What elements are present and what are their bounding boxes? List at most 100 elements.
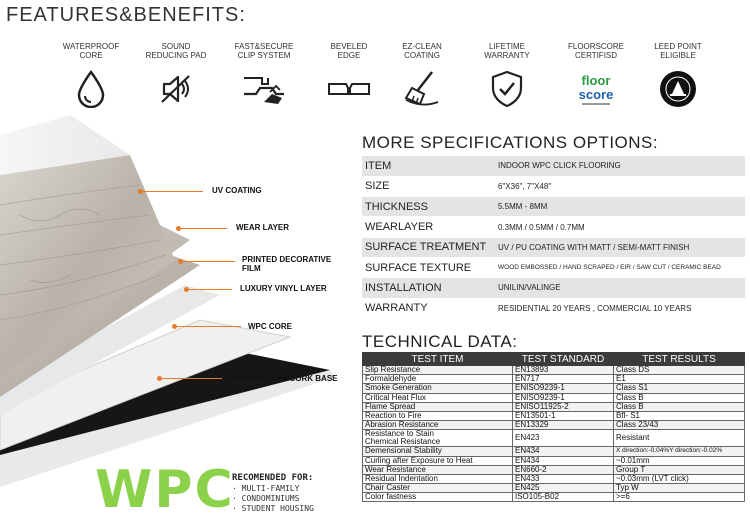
spec-key: SURFACE TREATMENT <box>362 237 494 258</box>
callout-wpc-core: WPC CORE <box>248 322 292 331</box>
shield-check-icon <box>483 68 531 110</box>
eva-base-marker <box>157 376 162 381</box>
spec-key: ITEM <box>362 156 494 177</box>
printed-film-marker <box>178 259 183 264</box>
uv-coating-marker <box>138 189 143 194</box>
cell: EN434 <box>512 455 614 466</box>
feature-label: FLOORSCORE CERTIFISD <box>567 42 624 60</box>
list-item: · STUDENT HOUSING <box>232 504 314 513</box>
spec-value: 6"X36", 7"X48" <box>494 176 745 198</box>
wpc-logo: WPC <box>95 460 235 520</box>
vinyl-layer-marker <box>184 287 189 292</box>
feature-leed: LEED POINT ELIGIBLE <box>638 42 718 110</box>
cell: Wear Resistance <box>362 464 513 475</box>
feature-label: FAST&SECURE CLIP SYSTEM <box>234 42 294 60</box>
feature-sound: SOUND REDUCING PAD <box>136 42 216 110</box>
svg-text:floor: floor <box>582 73 611 88</box>
spec-key: SURFACE TEXTURE <box>362 257 494 279</box>
feature-label: EZ-CLEAN COATING <box>402 42 442 60</box>
wear-layer-marker <box>176 226 181 231</box>
column-header: TEST ITEM <box>362 352 513 366</box>
cell: Smoke Generation <box>362 383 513 394</box>
feature-beveled-edge: BEVELED EDGE <box>309 42 389 110</box>
wpc-core-leader <box>177 326 241 327</box>
spec-value: RESIDENTIAL 20 YEARS , COMMERCIAL 10 YEA… <box>494 298 745 319</box>
spec-value: UNILIN/VALINGE <box>494 277 745 299</box>
cell: Color fastness <box>362 492 513 503</box>
features-title: FEATURES&BENEFITS: <box>6 4 246 26</box>
vinyl-layer-leader <box>189 289 232 290</box>
leed-seal-icon <box>654 68 702 110</box>
cell: Demensional Stability <box>362 446 513 457</box>
tech-title: TECHNICAL DATA: <box>362 332 518 351</box>
flooring-layers-illustration: UV COATING WEAR LAYER PRINTED DECORATIVE… <box>0 115 360 505</box>
spec-value: WOOD EMBOSSED / HAND SCRAPED / EIR / SAW… <box>494 257 745 279</box>
cell: EN434 <box>512 446 614 457</box>
feature-label: BEVELED EDGE <box>330 42 368 60</box>
callout-eva-base: OPTIONAL EVA/CORK BASE <box>228 374 338 383</box>
callout-vinyl-layer: LUXURY VINYL LAYER <box>240 284 327 293</box>
cell: >=6 <box>613 492 745 503</box>
cell: Group T <box>613 464 745 475</box>
tech-table: TEST ITEM TEST STANDARD TEST RESULTS Sli… <box>362 352 745 503</box>
spec-value: 0.3MM / 0.5MM / 0.7MM <box>494 216 745 238</box>
cell: Class DS <box>613 364 745 376</box>
cell: ENISO9239-1 <box>512 392 614 403</box>
feature-warranty: LIFETIME WARRANTY <box>467 42 547 110</box>
callout-wear-layer: WEAR LAYER <box>236 223 290 232</box>
cell: Class 23/43 <box>613 420 745 431</box>
recommended-title: RECOMENDED FOR: <box>232 473 314 483</box>
layer-stack-graphic <box>0 115 335 487</box>
printed-film-leader <box>183 261 235 262</box>
spec-key: THICKNESS <box>362 196 494 218</box>
cell: Curling after Exposure to Heat <box>362 455 513 466</box>
feature-label: WATERPROOF CORE <box>62 42 120 60</box>
column-header: TEST STANDARD <box>512 352 614 366</box>
cell: Typ W <box>613 483 745 494</box>
cell: EN660-2 <box>512 464 614 475</box>
feature-ez-clean: EZ-CLEAN COATING <box>382 42 462 110</box>
mop-icon <box>398 68 446 110</box>
beveled-edge-icon <box>325 68 373 110</box>
uv-coating-leader <box>143 191 203 192</box>
cell: Resistant <box>613 429 745 448</box>
water-drop-icon <box>67 68 115 110</box>
wear-layer-leader <box>181 228 227 229</box>
cell: Critical Heat Flux <box>362 392 513 403</box>
list-item: · MULTI-FAMILY <box>232 484 300 493</box>
cell: Resistance to Stain Chemical Resistance <box>362 429 513 448</box>
cell: ~0.01mm <box>613 455 745 466</box>
spec-value: INDOOR WPC CLICK FLOORING <box>494 156 745 177</box>
spec-key: SIZE <box>362 176 494 198</box>
callout-printed-film: PRINTED DECORATIVE FILM <box>242 255 332 273</box>
cell: Class S1 <box>613 383 745 394</box>
cell: ISO105-B02 <box>512 492 614 503</box>
column-header: TEST RESULTS <box>613 352 745 366</box>
table-header-row: TEST ITEM TEST STANDARD TEST RESULTS <box>362 352 745 366</box>
feature-label: SOUND REDUCING PAD <box>145 42 207 60</box>
specs-title: MORE SPECIFICATIONS OPTIONS: <box>362 133 659 152</box>
feature-label: LIFETIME WARRANTY <box>484 42 530 60</box>
cell: Class B <box>613 392 745 403</box>
cell: EN13329 <box>512 420 614 431</box>
callout-uv-coating: UV COATING <box>212 186 262 195</box>
cell: EN423 <box>512 429 614 448</box>
eva-base-leader <box>162 378 222 379</box>
